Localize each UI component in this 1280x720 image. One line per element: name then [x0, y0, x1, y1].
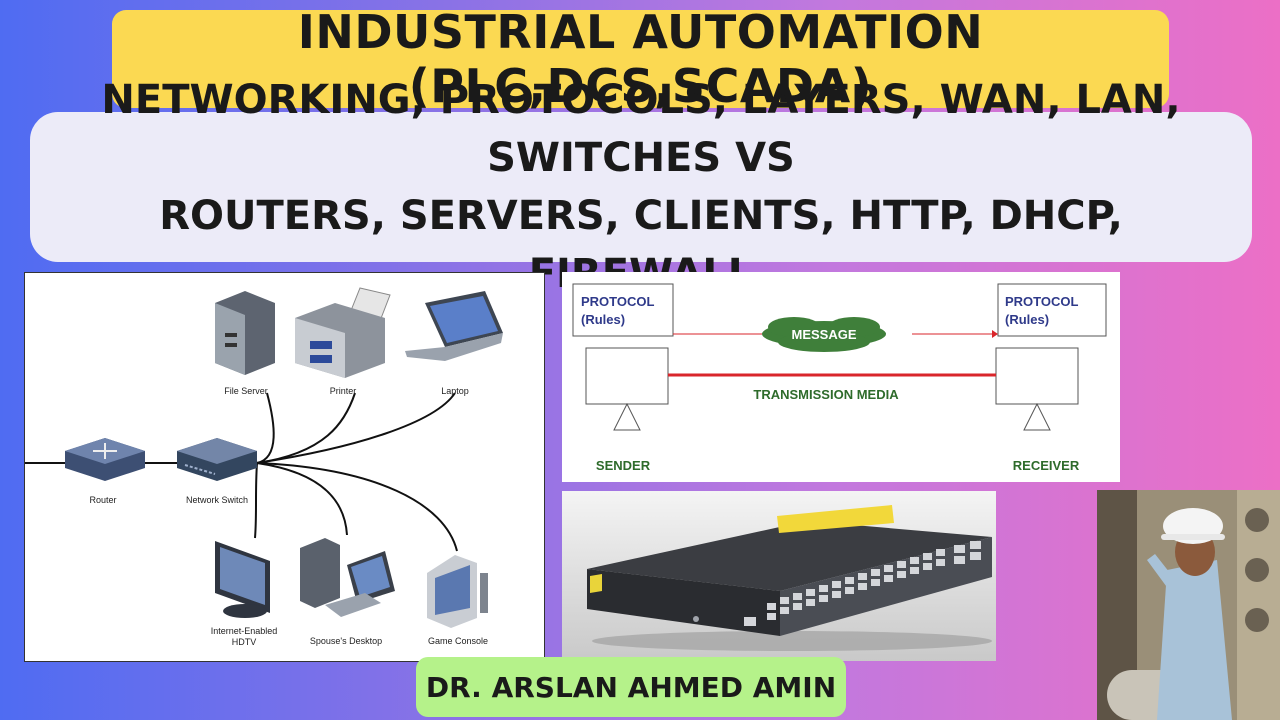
router-icon: [65, 438, 145, 481]
laptop-label: Laptop: [441, 386, 469, 396]
protocol-right-label-line-1: PROTOCOL: [1005, 294, 1078, 309]
page-title: INDUSTRIAL AUTOMATION (PLC,DCS,SCADA): [297, 5, 984, 113]
file-server-icon: [215, 291, 275, 375]
network-switch-photo: [562, 491, 996, 661]
switch-label-sticker: [777, 505, 894, 533]
protocol-box-left: [572, 283, 674, 337]
title-banner: INDUSTRIAL AUTOMATION (PLC,DCS,SCADA): [112, 5, 1169, 113]
network-diagram-svg: File Server Printer Laptop Router: [25, 287, 503, 647]
hdtv-label-line-1: Internet-Enabled: [211, 626, 278, 636]
router-label: Router: [89, 495, 116, 505]
protocol-left-label-line-2: (Rules): [581, 312, 625, 327]
receiver-label: RECEIVER: [1013, 458, 1080, 473]
message-label: MESSAGE: [791, 327, 856, 342]
author-name: DR. ARSLAN AHMED AMIN: [425, 670, 837, 704]
engineer-illustration: [1097, 490, 1280, 720]
network-cables: [25, 392, 458, 552]
protocol-diagram: PROTOCOL (Rules) PROTOCOL (Rules) MESSAG…: [562, 272, 1120, 482]
subtitle-line-1: NETWORKING, PROTOCOLS, LAYERS, WAN, LAN,…: [101, 77, 1181, 181]
file-server-label: File Server: [224, 386, 268, 396]
author-banner: DR. ARSLAN AHMED AMIN: [416, 657, 846, 717]
engineer-photo: [1097, 490, 1280, 720]
network-diagram: File Server Printer Laptop Router: [24, 272, 545, 662]
protocol-right-label-line-2: (Rules): [1005, 312, 1049, 327]
hdtv-icon: [215, 541, 270, 618]
protocol-diagram-svg: PROTOCOL (Rules) PROTOCOL (Rules) MESSAG…: [572, 283, 1107, 473]
desktop-icon: [300, 538, 395, 617]
engineer-shirt: [1157, 560, 1232, 720]
switch-ports: [767, 541, 981, 620]
printer-icon: [295, 287, 391, 378]
network-switch-icon: [177, 438, 257, 481]
laptop-icon: [405, 291, 503, 361]
switch-illustration: [562, 491, 996, 661]
switch-top: [587, 521, 992, 591]
receiver-stand-icon: [1023, 402, 1051, 431]
transmission-media-label: TRANSMISSION MEDIA: [753, 387, 899, 402]
receiver-box: [995, 347, 1079, 405]
game-console-label: Game Console: [428, 636, 488, 646]
game-console-icon: [427, 555, 488, 628]
message-arrow-icon: [992, 330, 998, 338]
sender-stand-icon: [613, 402, 641, 431]
printer-label: Printer: [330, 386, 357, 396]
network-switch-label: Network Switch: [186, 495, 248, 505]
switch-front-left: [587, 569, 780, 636]
protocol-left-label-line-1: PROTOCOL: [581, 294, 654, 309]
protocol-box-right: [997, 283, 1107, 337]
subtitle-banner: NETWORKING, PROTOCOLS, LAYERS, WAN, LAN,…: [30, 77, 1252, 297]
sender-box: [585, 347, 669, 405]
hdtv-label-line-2: HDTV: [232, 637, 257, 647]
sender-label: SENDER: [596, 458, 651, 473]
desktop-label: Spouse's Desktop: [310, 636, 382, 646]
message-cloud-icon: [762, 317, 886, 352]
